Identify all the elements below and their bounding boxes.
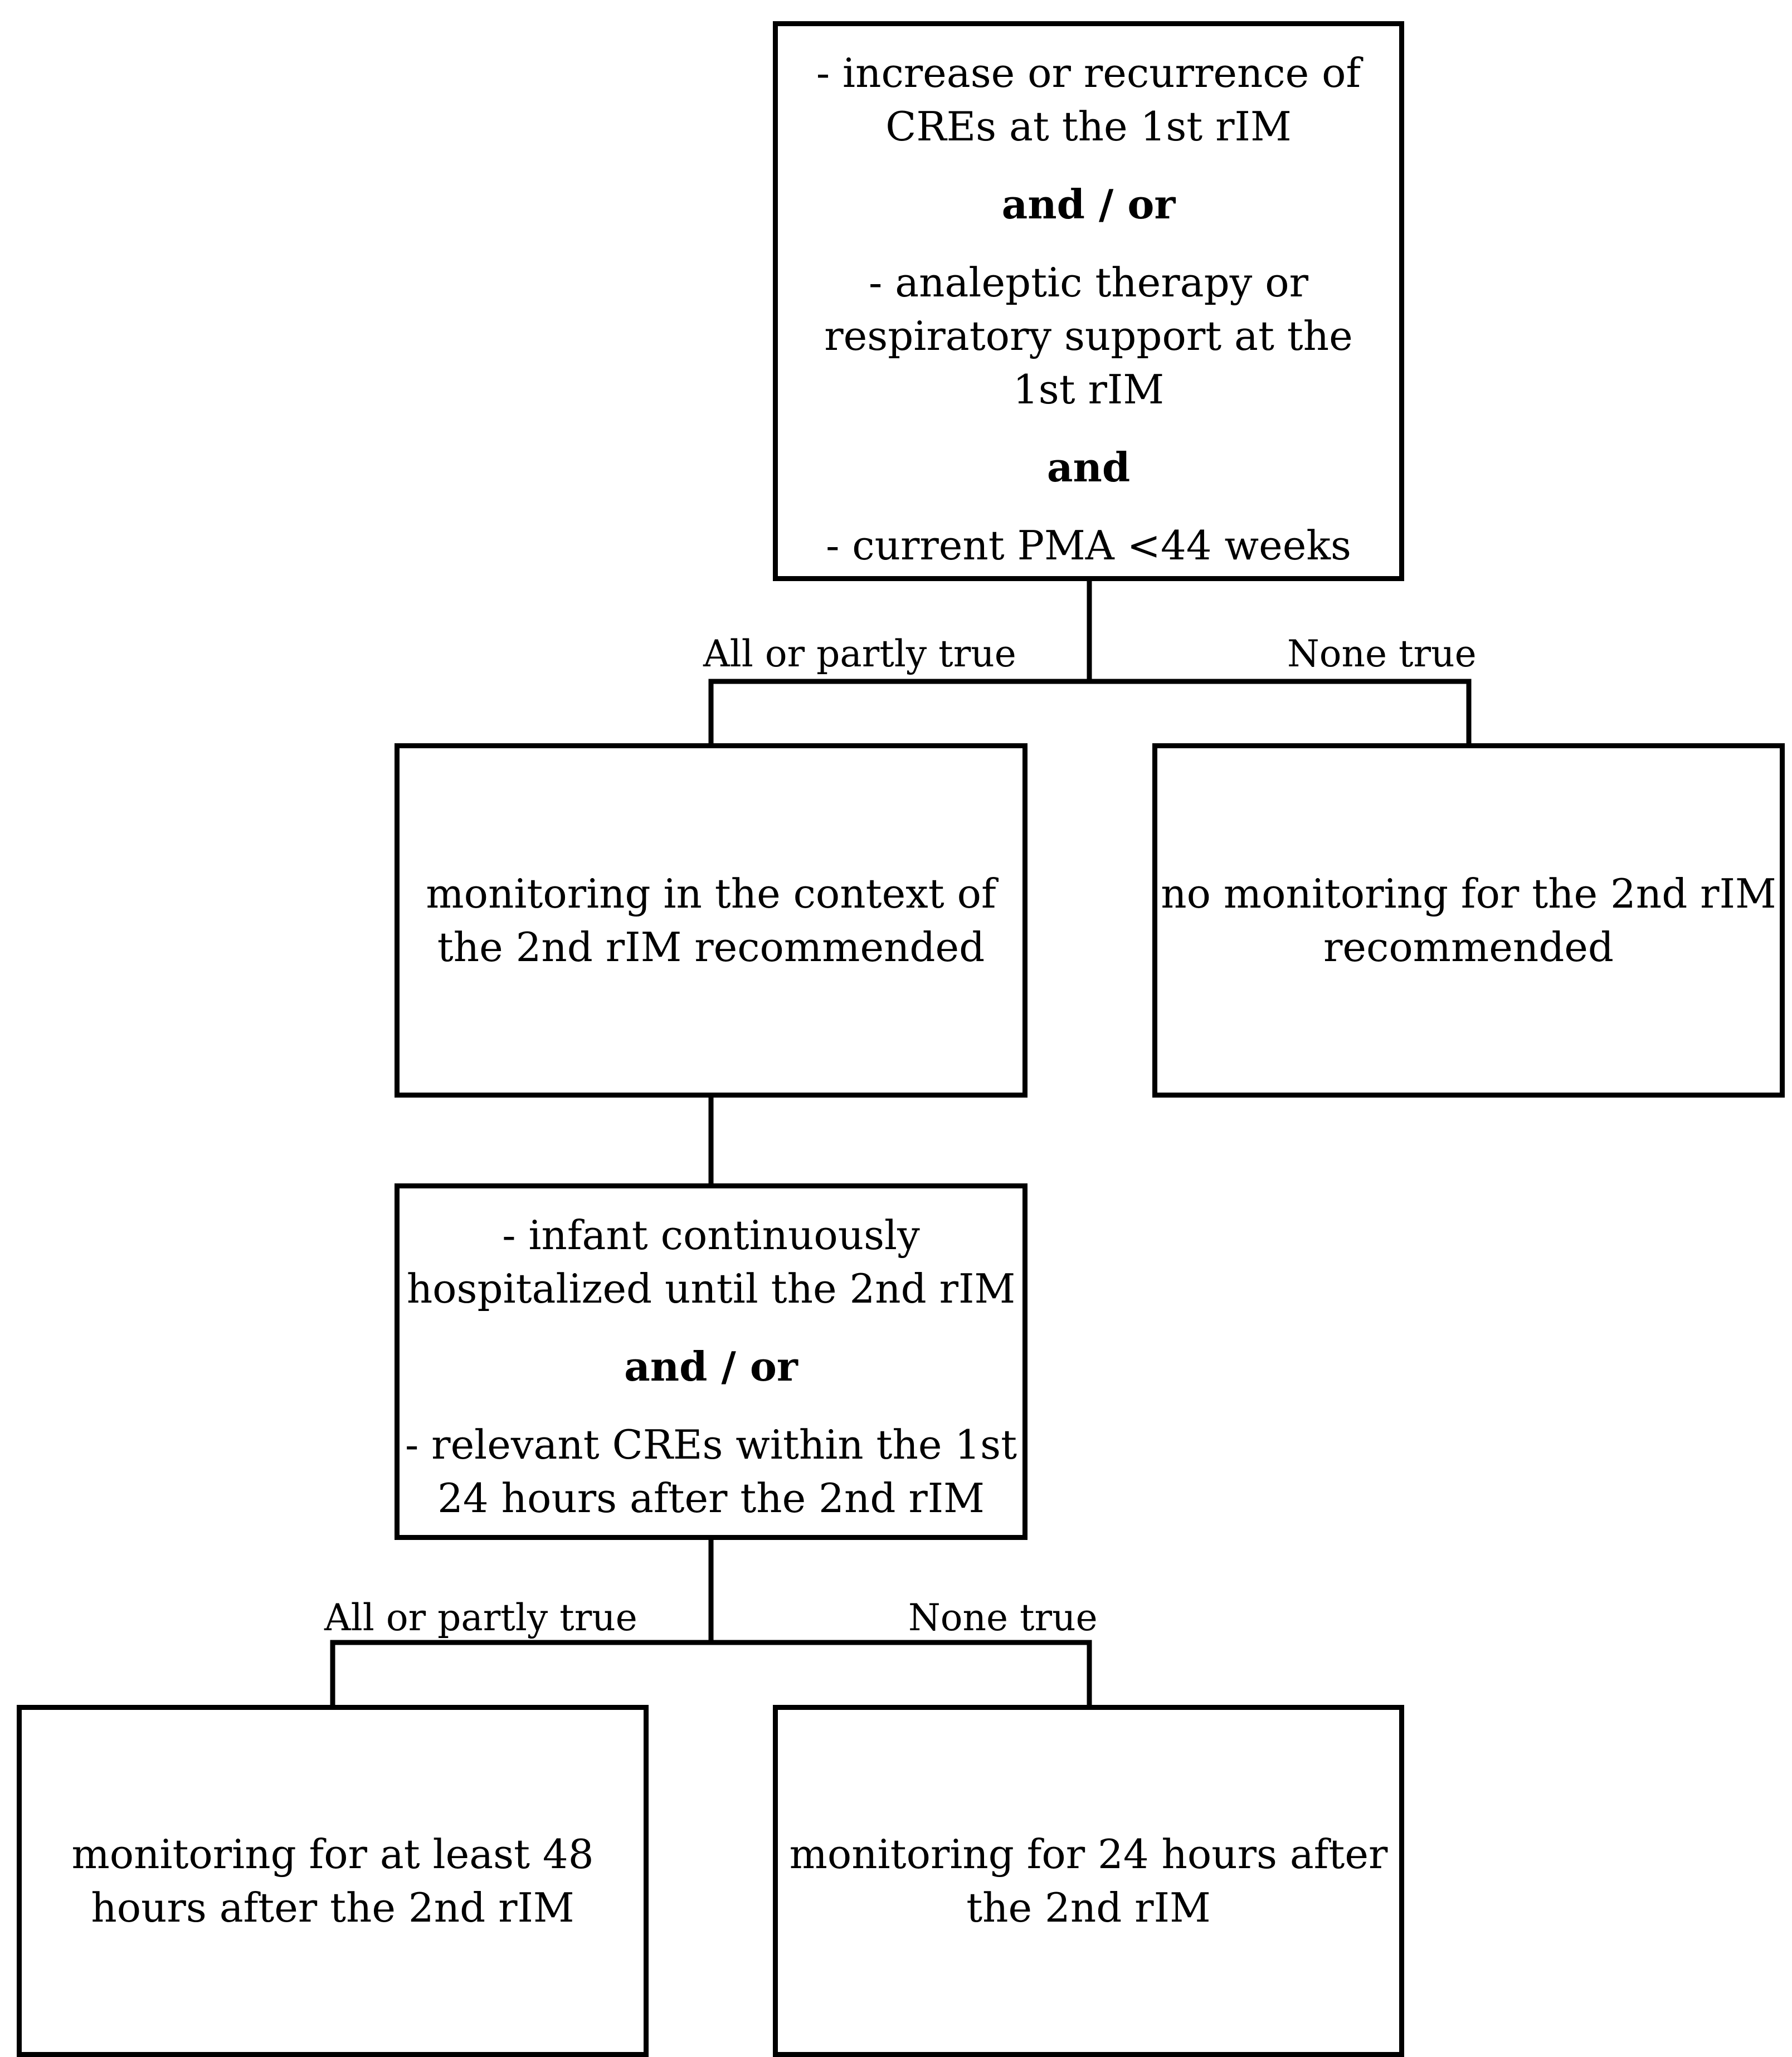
outcome-24h-line-2: the 2nd rIM xyxy=(966,1884,1211,1931)
outcome-no-monitoring-line-1: no monitoring for the 2nd rIM xyxy=(1161,870,1776,917)
criteria-2-line-2: hospitalized until the 2nd rIM xyxy=(406,1265,1016,1312)
outcome-monitoring-48-hours: monitoring for at least 48 hours after t… xyxy=(17,1705,649,2057)
outcome-monitoring-24-hours: monitoring for 24 hours after the 2nd rI… xyxy=(773,1705,1404,2057)
criteria-box-first-rim: - increase or recurrence of CREs at the … xyxy=(773,21,1404,581)
outcome-monitoring-line-2: the 2nd rIM recommended xyxy=(437,924,985,971)
criteria-box-second-rim: - infant continuously hospitalized until… xyxy=(395,1183,1028,1540)
outcome-24h-line-1: monitoring for 24 hours after xyxy=(789,1831,1388,1878)
outcome-no-monitoring-line-2: recommended xyxy=(1323,924,1614,971)
criteria-2-line-4: 24 hours after the 2nd rIM xyxy=(437,1475,985,1522)
outcome-monitoring-line-1: monitoring in the context of xyxy=(426,870,996,917)
outcome-48h-line-1: monitoring for at least 48 xyxy=(71,1831,594,1878)
branch-1-true-label: All or partly true xyxy=(703,632,1016,675)
criteria-1-line-3: - analeptic therapy or xyxy=(868,259,1308,306)
criteria-2-and-or: and / or xyxy=(624,1343,798,1390)
outcome-no-monitoring: no monitoring for the 2nd rIM recommende… xyxy=(1152,743,1785,1098)
criteria-2-line-3: - relevant CREs within the 1st xyxy=(405,1421,1017,1468)
branch-2-true-label: All or partly true xyxy=(324,1596,637,1639)
outcome-monitoring-recommended: monitoring in the context of the 2nd rIM… xyxy=(395,743,1028,1098)
outcome-48h-line-2: hours after the 2nd rIM xyxy=(91,1884,574,1931)
criteria-1-line-4: respiratory support at the xyxy=(824,313,1353,359)
criteria-1-line-6: - current PMA <44 weeks xyxy=(826,522,1351,569)
criteria-1-and-or: and / or xyxy=(1001,181,1176,228)
criteria-2-line-1: - infant continuously xyxy=(502,1212,920,1259)
criteria-1-and: and xyxy=(1046,443,1131,491)
branch-1-false-label: None true xyxy=(1287,632,1477,675)
criteria-1-line-2: CREs at the 1st rIM xyxy=(885,103,1292,150)
branch-2-false-label: None true xyxy=(908,1596,1098,1639)
criteria-1-line-1: - increase or recurrence of xyxy=(816,50,1361,96)
criteria-1-line-5: 1st rIM xyxy=(1012,366,1165,413)
